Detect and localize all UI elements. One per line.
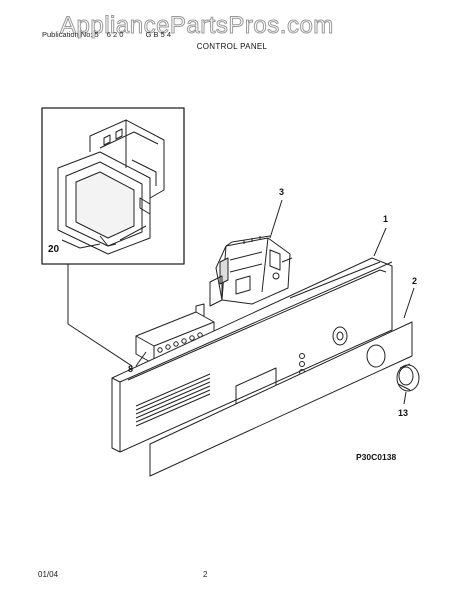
model-code: G B 5 4 bbox=[145, 30, 172, 39]
publication-number: Publication No: 5 bbox=[42, 30, 99, 39]
watermark-logo: AppliancePartsPros.com bbox=[60, 12, 334, 40]
leader-20 bbox=[67, 264, 133, 367]
diagram-code: P30C0138 bbox=[356, 452, 396, 462]
publication-number-tail: 6 2 0 bbox=[106, 30, 124, 39]
publication-header: Publication No: 5 6 2 0 G B 5 4 bbox=[42, 30, 177, 39]
footer-date: 01/04 bbox=[38, 570, 59, 579]
leader-3 bbox=[269, 199, 283, 239]
callout-13: 13 bbox=[398, 408, 408, 418]
callout-3: 3 bbox=[279, 187, 284, 197]
callout-8: 8 bbox=[128, 364, 133, 374]
part-2-overlay bbox=[149, 321, 413, 477]
part-1-control-panel bbox=[111, 257, 393, 453]
section-title: CONTROL PANEL bbox=[196, 42, 268, 51]
leader-13 bbox=[403, 391, 407, 405]
inset-box-part-20 bbox=[41, 107, 185, 265]
leader-2 bbox=[403, 287, 415, 319]
leader-1 bbox=[373, 227, 387, 257]
footer-page-number: 2 bbox=[203, 570, 208, 579]
callout-1: 1 bbox=[383, 214, 388, 224]
leader-8 bbox=[135, 351, 147, 367]
part-3-control-module bbox=[209, 235, 293, 307]
callout-2: 2 bbox=[412, 276, 417, 286]
callout-20: 20 bbox=[48, 244, 60, 255]
part-13-knob bbox=[396, 363, 420, 392]
